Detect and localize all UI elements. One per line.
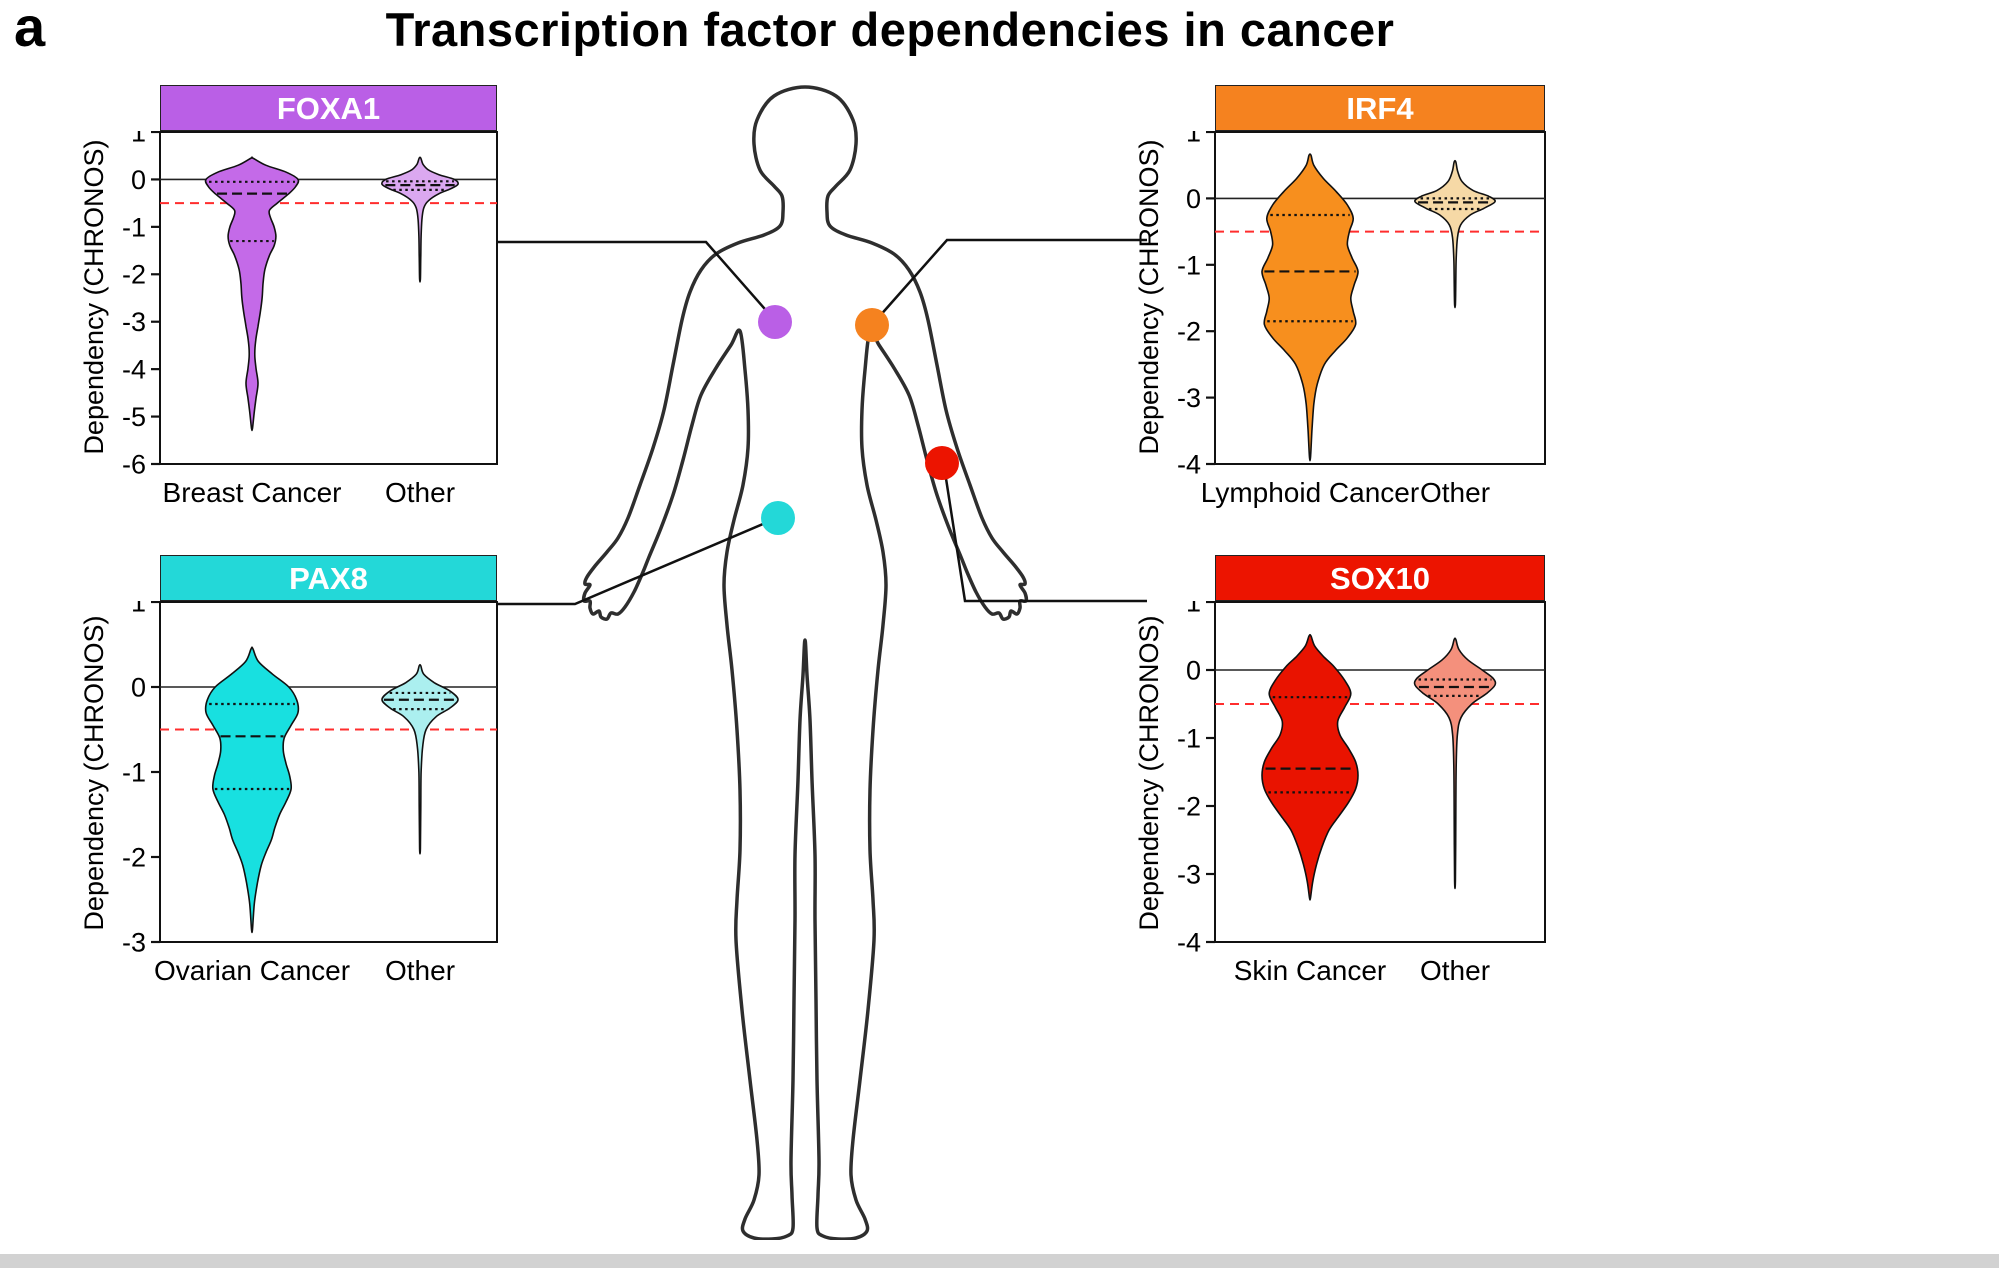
svg-text:-3: -3 [122,307,146,337]
svg-text:1: 1 [131,131,146,147]
svg-text:-3: -3 [1177,383,1201,413]
bottom-divider-strip [0,1254,1999,1268]
human-body-silhouette [581,85,1029,1240]
svg-text:0: 0 [131,165,146,195]
svg-text:-4: -4 [1177,449,1201,477]
svg-text:-2: -2 [1177,791,1201,821]
irf4-violin-plot: 1 0 -1 -2 -3 -4 [1177,131,1546,477]
svg-text:-2: -2 [122,842,146,872]
svg-text:-1: -1 [1177,723,1201,753]
sox10-category-skin-cancer: Skin Cancer [1233,955,1387,986]
svg-text:-5: -5 [122,402,146,432]
panel-letter: a [14,0,46,58]
foxa1-header: FOXA1 [160,85,497,131]
pax8-category-other: Other [384,955,456,986]
pax8-category-ovarian-cancer: Ovarian Cancer [153,955,351,986]
pax8-header: PAX8 [160,555,497,601]
figure-title: Transcription factor dependencies in can… [385,3,1395,56]
irf4-category-other: Other [1419,477,1491,508]
sox10-violin-plot: 1 0 -1 -2 -3 -4 [1177,601,1546,953]
svg-text:0: 0 [1186,184,1201,214]
sox10-header: SOX10 [1215,555,1545,601]
svg-text:-4: -4 [1177,927,1201,953]
svg-text:-3: -3 [122,927,146,953]
svg-text:0: 0 [131,672,146,702]
svg-text:-2: -2 [1177,317,1201,347]
svg-text:-3: -3 [1177,859,1201,889]
svg-text:1: 1 [131,601,146,617]
irf4-category-lymphoid-cancer: Lymphoid Cancer [1200,477,1420,508]
svg-text:-1: -1 [1177,250,1201,280]
svg-text:0: 0 [1186,655,1201,685]
svg-text:-1: -1 [122,757,146,787]
foxa1-category-other: Other [384,477,456,508]
svg-text:-6: -6 [122,449,146,477]
svg-text:-2: -2 [122,260,146,290]
svg-text:-1: -1 [122,212,146,242]
foxa1-violin-plot: 1 0 -1 -2 -3 -4 -5 -6 [122,131,498,477]
svg-text:1: 1 [1186,131,1201,147]
sox10-category-other: Other [1419,955,1491,986]
foxa1-category-breast-cancer: Breast Cancer [162,477,342,508]
svg-text:-4: -4 [122,355,146,385]
irf4-header: IRF4 [1215,85,1545,131]
pax8-violin-plot: 1 0 -1 -2 -3 [122,601,498,953]
svg-text:1: 1 [1186,601,1201,617]
